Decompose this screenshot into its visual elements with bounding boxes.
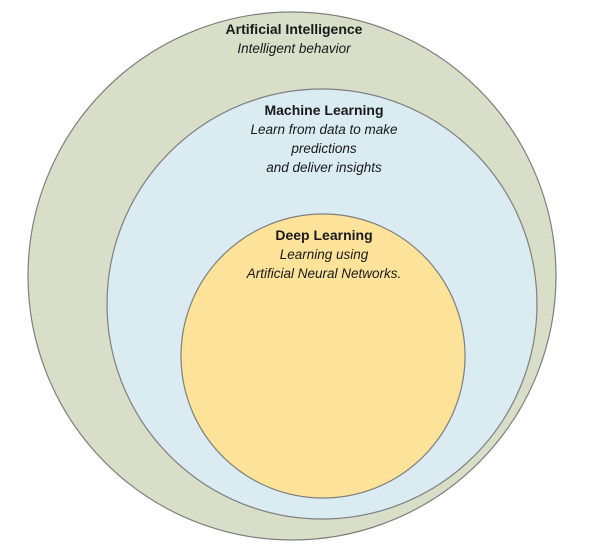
dl-description-line: Learning using	[279, 247, 369, 262]
ai-label: Artificial Intelligence Intelligent beha…	[144, 20, 444, 58]
ai-title: Artificial Intelligence	[225, 21, 363, 37]
dl-description-line: Artificial Neural Networks.	[246, 266, 402, 281]
ai-description: Intelligent behavior	[237, 41, 351, 56]
ml-description-line: Learn from data to make	[250, 122, 398, 137]
ml-description-line: predictions	[291, 141, 357, 156]
ml-title: Machine Learning	[264, 102, 384, 118]
ml-label: Machine Learning Learn from data to make…	[174, 101, 474, 177]
dl-title: Deep Learning	[275, 227, 373, 243]
dl-label: Deep Learning Learning using Artificial …	[174, 226, 474, 283]
dl-circle	[180, 213, 466, 499]
ml-description-line: and deliver insights	[266, 160, 382, 175]
